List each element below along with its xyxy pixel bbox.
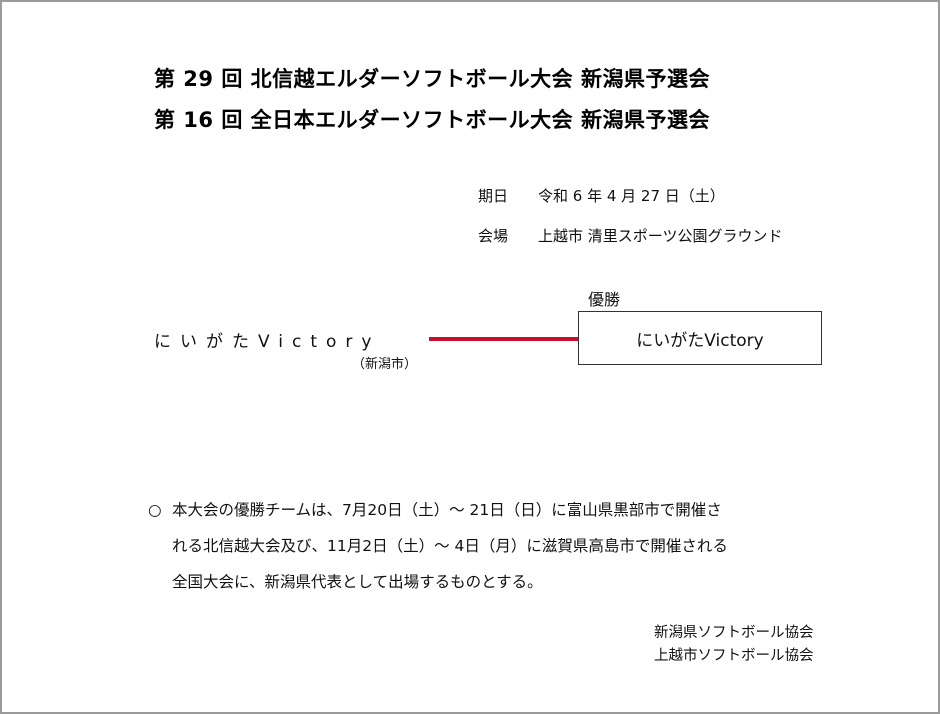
- note-line: ○本大会の優勝チームは、7月20日（土）～ 21日（日）に富山県黒部市で開催さ: [148, 492, 728, 528]
- circle-bullet-icon: ○: [148, 501, 162, 519]
- organizer-niigata: 新潟県ソフトボール協会: [654, 625, 814, 641]
- note-line: 全国大会に、新潟県代表として出場するものとする。: [172, 573, 543, 591]
- title-hokushinetsu: 第 29 回 北信越エルダーソフトボール大会 新潟県予選会: [154, 67, 710, 91]
- organizer-joetsu: 上越市ソフトボール協会: [654, 648, 814, 664]
- date-value: 令和 6 年 4 月 27 日（土）: [538, 187, 725, 205]
- venue-row: 会場 上越市 清里スポーツ公園グラウンド: [478, 225, 782, 246]
- venue-label: 会場: [478, 227, 509, 245]
- note-line: れる北信越大会及び、11月2日（土）～ 4日（月）に滋賀県高島市で開催される: [172, 537, 728, 555]
- winner-name: にいがたVictory: [636, 330, 764, 351]
- date-row: 期日 令和 6 年 4 月 27 日（土）: [478, 185, 725, 206]
- bracket-team-city: （新潟市）: [352, 357, 418, 372]
- bracket-line: [429, 337, 579, 341]
- bracket-team-name: にいがたVictory: [154, 332, 381, 352]
- note-paragraph: ○本大会の優勝チームは、7月20日（土）～ 21日（日）に富山県黒部市で開催さ …: [148, 492, 728, 600]
- title-all-japan: 第 16 回 全日本エルダーソフトボール大会 新潟県予選会: [154, 108, 710, 132]
- venue-value: 上越市 清里スポーツ公園グラウンド: [538, 227, 783, 245]
- date-label: 期日: [478, 187, 509, 205]
- winner-label: 優勝: [588, 290, 621, 309]
- winner-box: にいがたVictory: [578, 311, 822, 365]
